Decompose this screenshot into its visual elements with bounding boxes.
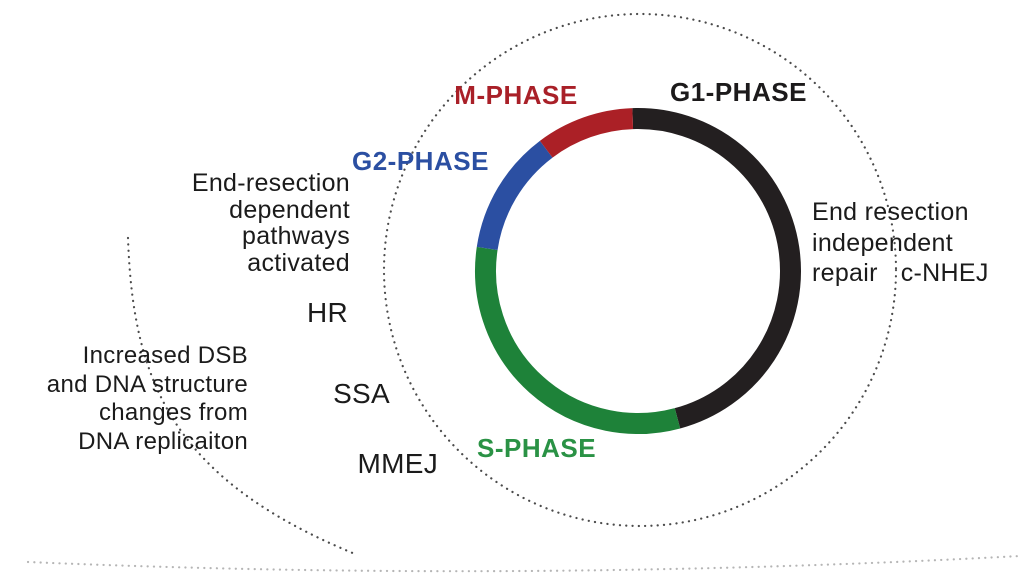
- hr-pathway-label: HR: [306, 297, 348, 328]
- ring-segment-m: [539, 108, 634, 158]
- end-resection-dependent-annotation: End-resection dependent pathways activat…: [130, 170, 350, 276]
- annotation-line: Increased DSB: [82, 342, 248, 369]
- g1-phase-label: G1-PHASE: [670, 77, 807, 107]
- increased-dsb-annotation: Increased DSB and DNA structure changes …: [6, 342, 248, 456]
- dotted-outer-circle: [382, 12, 898, 528]
- ssa-pathway-label: SSA: [333, 378, 390, 409]
- annotation-line: pathways: [241, 222, 350, 250]
- g2-phase-label: G2-PHASE: [352, 146, 489, 176]
- ring-segment-g1: [632, 108, 801, 429]
- ring-segment-s: [475, 246, 681, 434]
- annotation-line: DNA replicaiton: [78, 427, 248, 455]
- m-phase-label: M-PHASE: [454, 80, 578, 110]
- annotation-line: dependent: [229, 195, 350, 224]
- annotation-line: activated: [247, 248, 350, 277]
- annotation-line: independent: [812, 228, 953, 257]
- annotation-line: repair c-NHEJ: [812, 258, 1024, 289]
- repair-word: repair: [812, 259, 878, 287]
- annotation-line: changes from: [98, 399, 248, 426]
- annotation-line: End-resection: [191, 169, 350, 197]
- s-phase-label: S-PHASE: [477, 433, 597, 463]
- dotted-lower-left-arc: [126, 236, 357, 556]
- annotation-line: and DNA structure: [46, 370, 248, 398]
- c-nhej-word: c-NHEJ: [900, 259, 989, 287]
- mmej-pathway-label: MMEJ: [357, 448, 438, 479]
- end-resection-independent-annotation: End resection independent repair c-NHEJ: [812, 197, 1024, 289]
- dotted-bottom-sweep-arc: [26, 554, 1022, 573]
- annotation-line: End resection: [812, 198, 969, 226]
- ring-segment-g2: [476, 140, 553, 251]
